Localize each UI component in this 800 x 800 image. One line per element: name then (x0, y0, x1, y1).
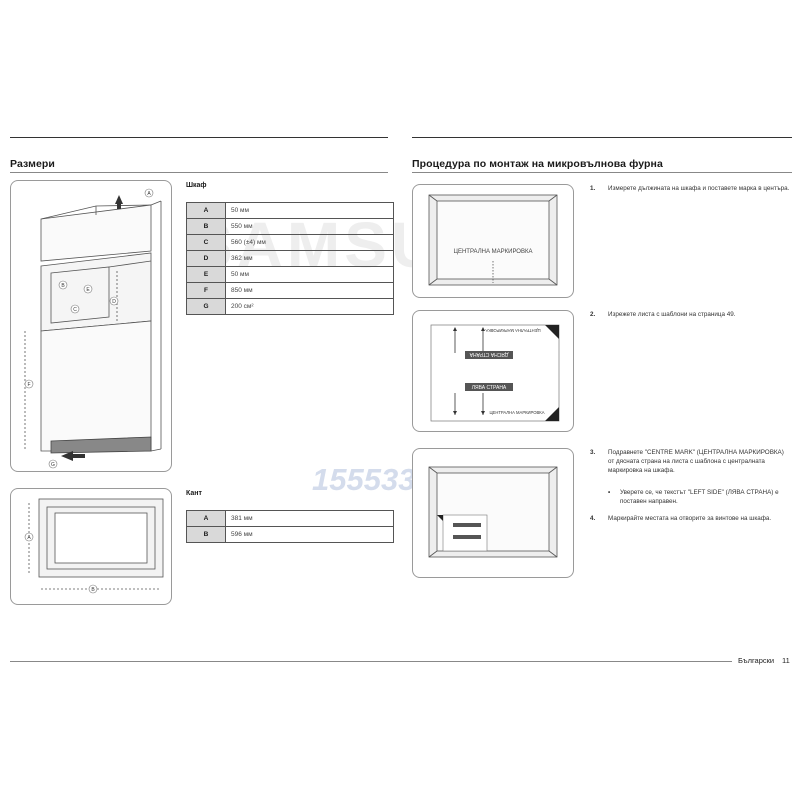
right-header-rule (412, 137, 792, 138)
step-number: 2. (590, 311, 596, 318)
row-value: 50 мм (225, 202, 394, 219)
step-number: 3. (590, 449, 596, 456)
step-text: Измерете дължината на шкафа и поставете … (608, 185, 790, 192)
step-text: Маркирайте местата на отворите за винтов… (608, 515, 772, 522)
fig2-left-side-text: ЛЯВА СТРАНА (472, 385, 507, 391)
right-section-title: Процедура по монтаж на микровълнова фурн… (412, 158, 663, 170)
fig2-top-center-mark-text: ЦЕНТРАЛНА МАРКИРОВКА (485, 328, 540, 333)
step-3: 3. Подравнете "CENTRE MARK" (ЦЕНТРАЛНА М… (590, 448, 790, 478)
svg-text:G: G (51, 462, 55, 468)
cabinet-table-label: Шкаф (186, 182, 207, 189)
row-key: E (186, 266, 226, 283)
row-value: 362 мм (225, 250, 394, 267)
row-key: G (186, 298, 226, 315)
fig1-center-mark-text: ЦЕНТРАЛНА МАРКИРОВКА (454, 249, 533, 255)
step-text: Изрежете листа с шаблони на страница 49. (608, 311, 736, 318)
svg-text:A: A (27, 535, 31, 541)
row-key: D (186, 250, 226, 267)
row-key: B (186, 526, 226, 543)
step-2: 2. Изрежете листа с шаблони на страница … (590, 310, 790, 322)
row-key: A (186, 510, 226, 527)
step1-figure-panel: ЦЕНТРАЛНА МАРКИРОВКА (412, 184, 574, 298)
row-key: B (186, 218, 226, 235)
row-key: A (186, 202, 226, 219)
left-title-rule (10, 172, 388, 173)
left-header-rule (10, 137, 388, 138)
row-value: 560 (±4) мм (225, 234, 394, 251)
trim-diagram: A B (24, 498, 164, 594)
step-number: 4. (590, 515, 596, 522)
row-key: F (186, 282, 226, 299)
row-key: C (186, 234, 226, 251)
cabinet-center-mark-diagram: ЦЕНТРАЛНА МАРКИРОВКА (428, 194, 558, 286)
row-value: 200 см² (225, 298, 394, 315)
svg-text:B: B (91, 587, 95, 593)
right-title-rule (412, 172, 792, 173)
svg-text:C: C (73, 307, 77, 313)
svg-text:F: F (27, 382, 30, 388)
svg-text:B: B (61, 283, 65, 289)
footer-rule (10, 661, 732, 662)
cabinet-diagram: A B E C D F G (24, 188, 162, 469)
trim-table-label: Кант (186, 490, 202, 497)
svg-text:E: E (86, 287, 90, 293)
fig2-bottom-center-mark-text: ЦЕНТРАЛНА МАРКИРОВКА (489, 410, 544, 415)
step2-figure-panel: ЦЕНТРАЛНА МАРКИРОВКА ДЯСНА СТРАНА ЛЯВА С… (412, 310, 574, 432)
row-value: 50 мм (225, 266, 394, 283)
footer-language: Български (738, 656, 775, 665)
step-text: Подравнете "CENTRE MARK" (ЦЕНТРАЛНА МАРК… (608, 449, 784, 474)
cabinet-figure-panel: A B E C D F G (10, 180, 172, 472)
left-section-title: Размери (10, 158, 55, 170)
bullet-icon: • (608, 489, 611, 496)
step-number: 1. (590, 185, 596, 192)
template-sheet-diagram: ЦЕНТРАЛНА МАРКИРОВКА ДЯСНА СТРАНА ЛЯВА С… (430, 324, 560, 422)
step3-figure-panel (412, 448, 574, 578)
row-value: 550 мм (225, 218, 394, 235)
row-value: 850 мм (225, 282, 394, 299)
row-value: 596 мм (225, 526, 394, 543)
svg-text:D: D (112, 299, 116, 305)
step-4: 4. Маркирайте местата на отворите за вин… (590, 514, 790, 526)
page-number: 11 (782, 656, 790, 665)
svg-text:A: A (147, 191, 151, 197)
step-1: 1. Измерете дължината на шкафа и поставе… (590, 184, 790, 206)
template-on-cabinet-diagram (428, 466, 558, 558)
step-text: Уверете се, че текстът "LEFT SIDE" (ЛЯВА… (620, 489, 779, 505)
fig2-right-side-text: ДЯСНА СТРАНА (469, 351, 508, 357)
step-3-bullet: • Уверете се, че текстът "LEFT SIDE" (ЛЯ… (608, 488, 792, 508)
trim-figure-panel: A B (10, 488, 172, 605)
row-value: 381 мм (225, 510, 394, 527)
